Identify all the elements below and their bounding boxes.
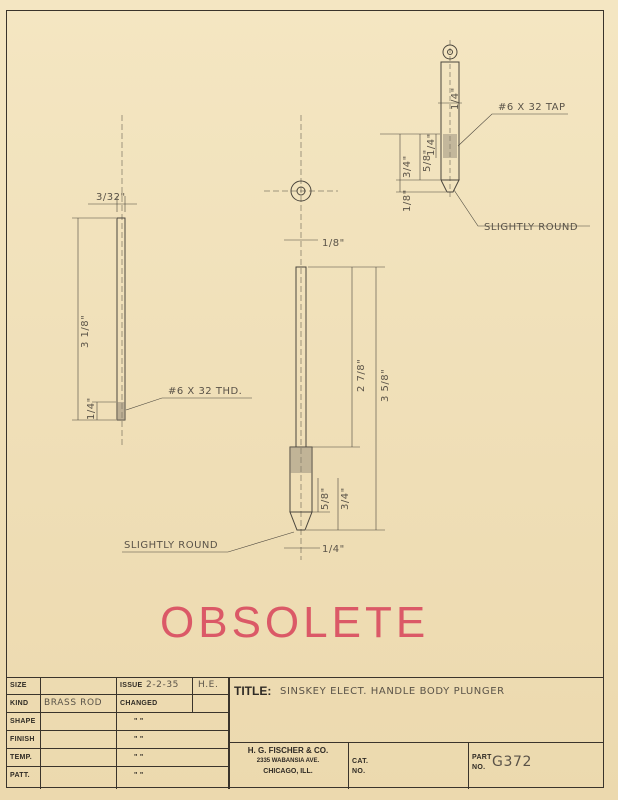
cat-no-label: NO. (352, 768, 366, 775)
right-dim-4-label: 1/8" (402, 189, 413, 212)
title-label: TITLE: (234, 684, 272, 698)
left-length-label: 3 1/8" (80, 315, 91, 348)
left-thread-note: #6 X 32 THD. (168, 386, 242, 397)
shape-label: SHAPE (10, 718, 36, 725)
part-number-value: G372 (492, 754, 532, 770)
right-tap-note: #6 X 32 TAP (498, 102, 566, 113)
right-body-part (380, 40, 590, 227)
center-length-b-label: 3 5/8" (380, 369, 391, 402)
size-label: SIZE (10, 682, 27, 689)
right-dim-2-label: 5/8" (422, 149, 433, 172)
center-round-note: SLIGHTLY ROUND (124, 540, 218, 551)
drawing-border (6, 10, 604, 788)
changed-label: CHANGED (120, 700, 158, 707)
right-dim-1-label: 3/4" (402, 155, 413, 178)
temp-label: TEMP. (10, 754, 32, 761)
right-dim-3-label: 1/4" (426, 133, 437, 156)
company-city: CHICAGO, ILL. (263, 768, 313, 775)
title-value: SINSKEY ELECT. HANDLE BODY PLUNGER (280, 686, 505, 697)
issue-label: ISSUE (120, 682, 143, 689)
right-round-note: SLIGHTLY ROUND (484, 222, 578, 233)
right-top-label: 1/4" (450, 87, 461, 110)
left-rod-part (72, 115, 252, 445)
issue-value: 2-2-35 (146, 680, 179, 690)
center-dia-label: 1/8" (322, 238, 345, 249)
ditto-shape: " " (134, 718, 144, 725)
part-no-label: NO. (472, 764, 486, 771)
ditto-temp: " " (134, 754, 144, 761)
patt-label: PATT. (10, 772, 30, 779)
left-thread-length-label: 1/4" (86, 397, 97, 420)
issue-initials: H.E. (198, 680, 219, 690)
ditto-finish: " " (134, 736, 144, 743)
ditto-patt: " " (134, 772, 144, 779)
company-address: 2335 WABANSIA AVE. (256, 758, 320, 764)
kind-label: KIND (10, 700, 29, 707)
company-name: H. G. FISCHER & CO. (247, 746, 329, 755)
kind-value: BRASS ROD (44, 698, 103, 708)
title-block: SIZE KIND BRASS ROD SHAPE FINISH TEMP. P… (6, 677, 604, 789)
part-label: PART (472, 754, 492, 761)
center-tip-label: 1/4" (322, 544, 345, 555)
center-plunger-part (122, 115, 385, 560)
obsolete-stamp: OBSOLETE (160, 598, 430, 647)
finish-label: FINISH (10, 736, 35, 743)
center-length-a-label: 2 7/8" (356, 359, 367, 392)
cat-label: CAT. (352, 758, 369, 765)
center-length-c-label: 5/8" (320, 487, 331, 510)
left-dia-label: 3/32" (96, 192, 126, 203)
center-length-d-label: 3/4" (340, 487, 351, 510)
